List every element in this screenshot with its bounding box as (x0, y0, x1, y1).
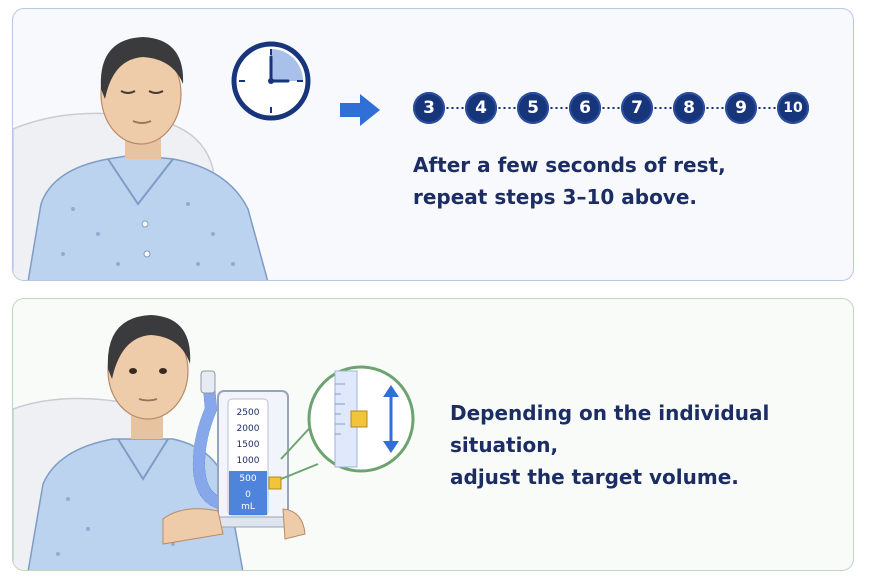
step-6-badge: 6 (569, 92, 601, 124)
incentive-spirometer (212, 390, 294, 528)
dotted-connector (445, 107, 465, 109)
button-icon (141, 220, 149, 228)
scale-label: 0 (245, 490, 251, 500)
scale-unit-label: mL (241, 502, 255, 512)
shirt-collar (117, 438, 169, 481)
step-10-badge: 10 (777, 92, 809, 124)
closed-eye-icon (148, 90, 164, 94)
callout-line (280, 463, 319, 480)
step-9-badge: 9 (725, 92, 757, 124)
shirt-collar (107, 158, 174, 206)
step-sequence: 3 4 5 6 7 8 9 10 (413, 92, 809, 124)
resting-patient-illustration (13, 37, 311, 280)
eye-icon (159, 368, 167, 374)
button-icon (143, 250, 151, 258)
caption-line: adjust the target volume. (450, 465, 739, 489)
tube-ribs (192, 371, 229, 510)
caption-line: repeat steps 3–10 above. (413, 185, 698, 209)
step-7-badge: 7 (621, 92, 653, 124)
scale-label: 2500 (237, 408, 260, 418)
left-hand (162, 508, 224, 545)
mouth (132, 120, 152, 124)
caption-line: After a few seconds of rest, (413, 153, 726, 177)
hair (107, 315, 191, 379)
dotted-connector (549, 107, 569, 109)
dotted-connector (705, 107, 725, 109)
panel-adjust-target: 2500 2000 1500 1000 500 0 mL Depending o… (12, 298, 854, 571)
step-8-badge: 8 (673, 92, 705, 124)
scale-label: 1500 (237, 440, 260, 450)
step-4-badge: 4 (465, 92, 497, 124)
mouthpiece (200, 370, 216, 394)
rest-instruction-text: After a few seconds of rest, repeat step… (413, 149, 726, 213)
up-down-arrows-icon (383, 385, 399, 453)
clock-icon (231, 41, 311, 121)
zoom-callout (307, 365, 415, 473)
target-indicator (268, 476, 282, 490)
dotted-connector (757, 107, 777, 109)
pajama-pattern (61, 202, 235, 266)
dotted-connector (653, 107, 673, 109)
scale-label: 2000 (237, 424, 260, 434)
spirometer-scale: 2500 2000 1500 1000 500 0 mL (237, 408, 260, 512)
scale-label: 500 (239, 474, 256, 484)
panel-rest-repeat: 3 4 5 6 7 8 9 10 After a few seconds of … (12, 8, 854, 281)
adjust-instruction-text: Depending on the individual situation, a… (450, 397, 853, 493)
mouth (138, 398, 158, 402)
eye-icon (129, 368, 137, 374)
step-5-badge: 5 (517, 92, 549, 124)
dotted-connector (497, 107, 517, 109)
hair (100, 37, 184, 99)
scale-label: 1000 (237, 456, 260, 466)
caption-line: Depending on the individual situation, (450, 401, 770, 457)
closed-eye-icon (120, 90, 136, 94)
step-3-badge: 3 (413, 92, 445, 124)
target-indicator (350, 410, 368, 428)
arrow-right-icon (340, 94, 380, 126)
right-hand (282, 508, 306, 540)
patient-with-spirometer-illustration: 2500 2000 1500 1000 500 0 mL (13, 315, 415, 570)
dotted-connector (601, 107, 621, 109)
